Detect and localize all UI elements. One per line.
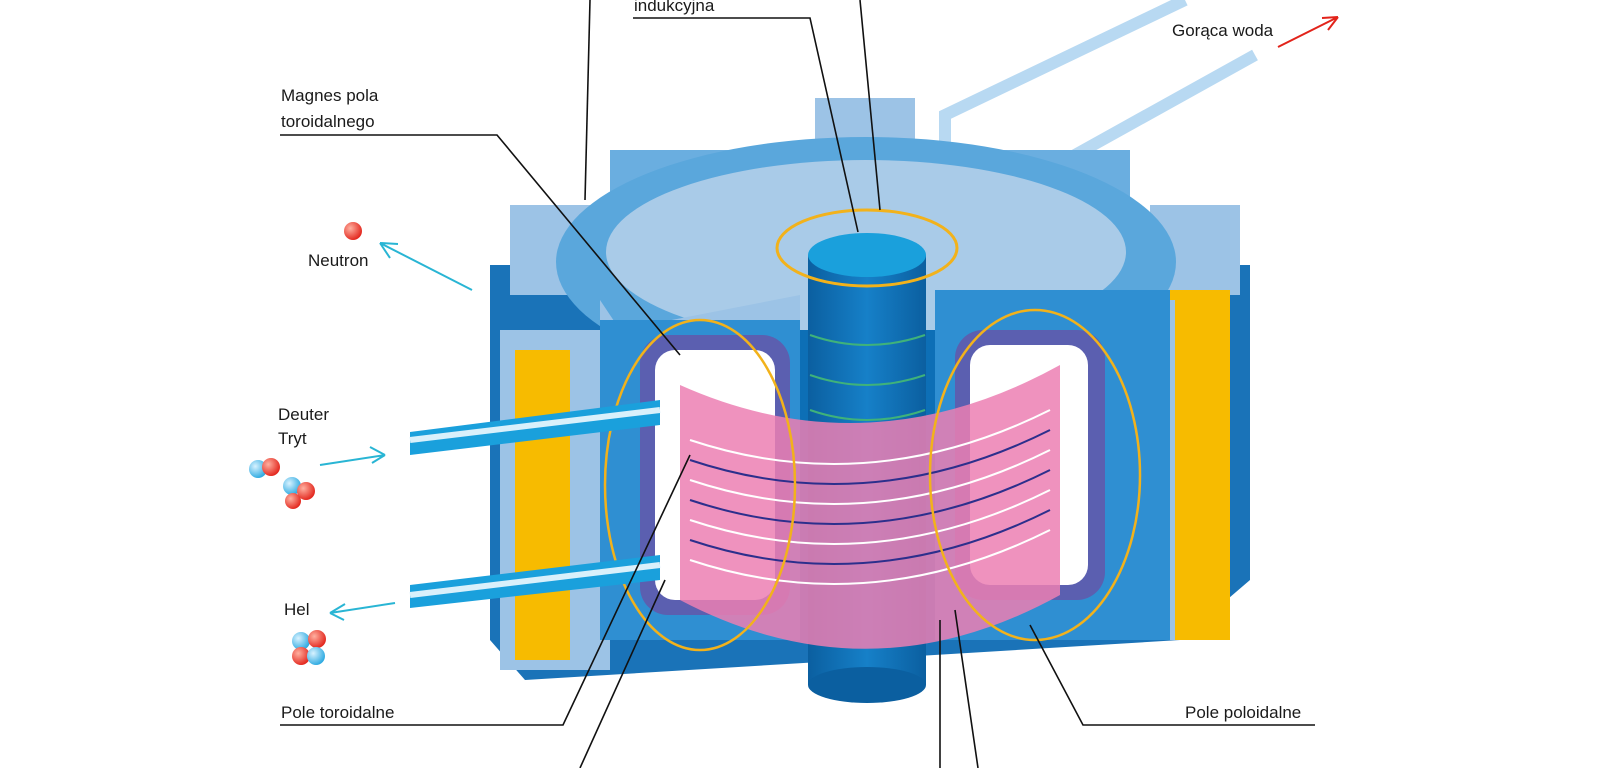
leader-lines <box>280 0 1315 768</box>
label-tritium: Tryt <box>278 429 307 448</box>
particles <box>249 222 362 665</box>
label-hot-water: Gorąca woda <box>1172 21 1274 40</box>
hot-water-arrow <box>1277 16 1339 48</box>
label-toroidal-magnet-1: Magnes pola <box>281 86 379 105</box>
fuel-injection-tubes <box>409 400 661 608</box>
label-toroidal-field: Pole toroidalne <box>281 703 394 722</box>
label-helium: Hel <box>284 600 310 619</box>
deuterium-tritium-icon <box>249 458 315 509</box>
label-neutron: Neutron <box>308 251 368 270</box>
label-induction-coil: indukcyjna <box>634 0 715 15</box>
neutron-icon <box>344 222 362 240</box>
plasma-torus <box>603 308 1142 652</box>
label-deuterium: Deuter <box>278 405 329 424</box>
toroidal-field-lines <box>689 409 1051 585</box>
helium-icon <box>292 630 326 665</box>
label-toroidal-magnet-2: toroidalnego <box>281 112 375 131</box>
particle-arrows <box>319 242 473 621</box>
poloidal-field-lines <box>603 308 1142 652</box>
label-poloidal-field: Pole poloidalne <box>1185 703 1301 722</box>
